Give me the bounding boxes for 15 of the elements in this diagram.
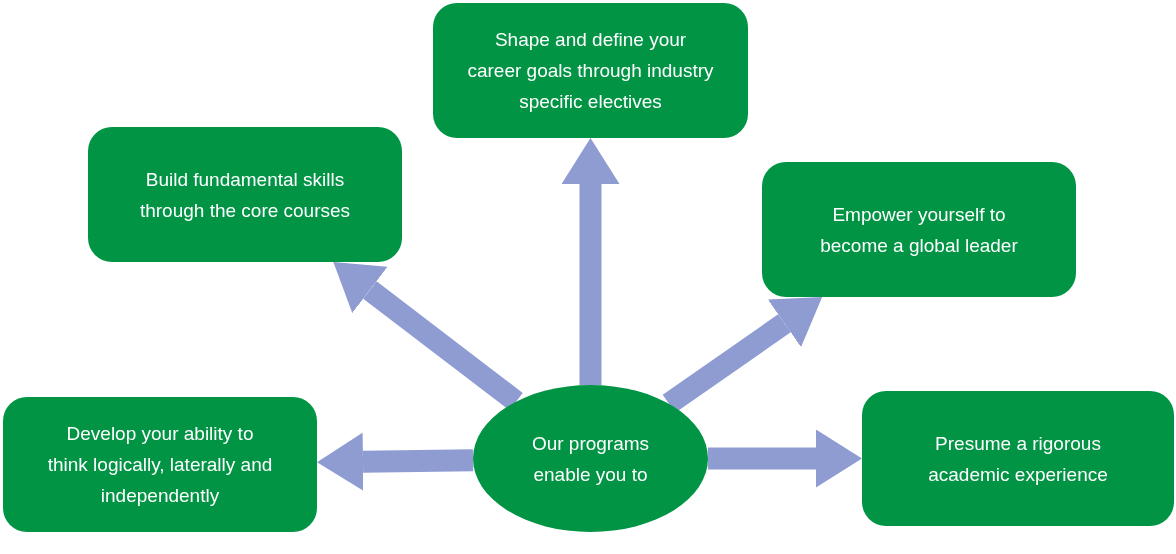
node-text: Build fundamental skills through the core courses — [138, 167, 352, 223]
rounded-box — [88, 127, 402, 262]
node-text: Develop your ability to think logically, laterally and independently — [46, 422, 274, 508]
arrow — [708, 429, 862, 488]
rounded-box — [762, 162, 1076, 297]
node-text: Empower yourself to become a global leader — [819, 202, 1019, 258]
rounded-box — [3, 397, 317, 532]
arrow — [662, 297, 823, 413]
node-text: Our programs enable you to — [530, 431, 651, 487]
rounded-box — [433, 3, 748, 138]
node-text: Shape and define your career goals through industry specific electives — [466, 28, 715, 114]
rounded-box — [862, 391, 1174, 526]
arrow — [317, 432, 474, 491]
node-text: Presume a rigorous academic experience — [927, 431, 1109, 487]
arrow — [561, 138, 620, 385]
